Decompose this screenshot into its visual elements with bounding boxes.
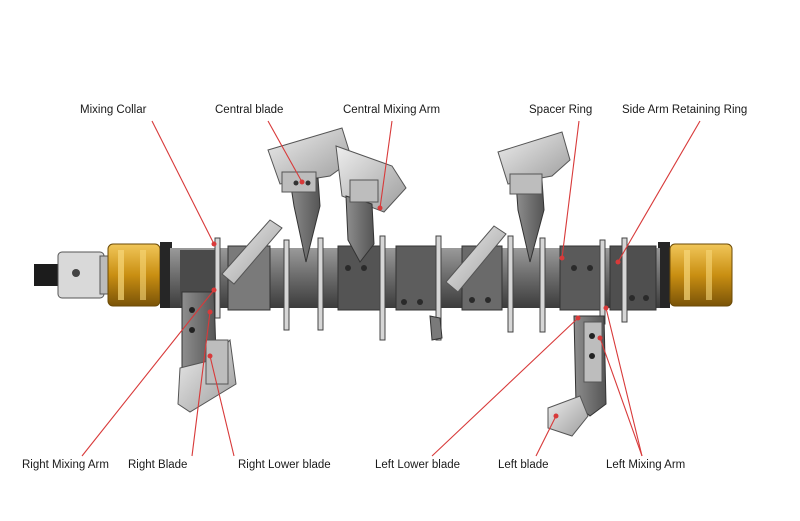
label-central-mixing-arm: Central Mixing Arm: [343, 104, 441, 116]
marker-right-blade: [207, 309, 213, 315]
label-right-lower-blade: Right Lower blade: [238, 459, 331, 471]
leader-spacer-ring: [561, 120, 580, 259]
right-mixing-arm-assembly: [177, 291, 237, 413]
leader-left-mixing-arm-a: [599, 337, 643, 457]
left-end-stub: [34, 251, 111, 299]
right-gold-bearing: [658, 242, 733, 308]
marker-left-mixing-arm-b: [603, 305, 609, 311]
leader-lines: [81, 120, 701, 457]
leader-left-lower-blade: [431, 317, 579, 457]
marker-right-mixing-arm: [211, 287, 217, 293]
left-gold-bearing: [107, 242, 172, 308]
left-mixing-arm-assembly: [547, 315, 607, 437]
marker-right-lower-blade: [207, 353, 213, 359]
label-side-arm-retaining-ring: Side Arm Retaining Ring: [622, 104, 748, 116]
leader-mixing-collar: [151, 120, 215, 245]
bolt-details: [345, 265, 649, 305]
leader-right-lower-blade: [209, 355, 235, 457]
central-mixing-arm-assembly: [335, 145, 407, 263]
central-blade-assembly: [267, 127, 353, 263]
marker-left-mixing-arm-a: [597, 335, 603, 341]
label-right-mixing-arm: Right Mixing Arm: [22, 459, 109, 471]
leader-central-mixing-arm: [379, 120, 393, 209]
leader-right-mixing-arm-a: [81, 289, 215, 457]
label-left-blade: Left blade: [498, 459, 549, 471]
marker-left-blade: [553, 413, 559, 419]
shaft-clip: [429, 315, 443, 341]
label-spacer-ring: Spacer Ring: [529, 104, 593, 116]
marker-left-lower-blade: [575, 315, 581, 321]
label-left-lower-blade: Left Lower blade: [375, 459, 461, 471]
left-diagonal-paddle: [221, 219, 283, 285]
leader-left-mixing-arm-b: [605, 307, 643, 457]
label-left-mixing-arm: Left Mixing Arm: [606, 459, 686, 471]
leader-left-blade: [535, 415, 557, 457]
label-central-blade: Central blade: [215, 104, 284, 116]
leader-side-arm-retaining-ring: [617, 120, 701, 263]
marker-dots: [207, 179, 621, 419]
label-mixing-collar: Mixing Collar: [80, 104, 147, 116]
marker-central-mixing-arm: [377, 205, 383, 211]
marker-central-blade: [299, 179, 305, 185]
leader-central-blade: [267, 120, 303, 183]
marker-spacer-ring: [559, 255, 565, 261]
label-right-blade: Right Blade: [128, 459, 188, 471]
leader-right-blade: [191, 311, 211, 457]
right-upright-blade: [497, 131, 571, 263]
marker-side-arm-retaining-ring: [615, 259, 621, 265]
shaft-discs: [214, 235, 628, 341]
middle-diagonal-paddle: [445, 225, 507, 293]
marker-mixing-collar: [211, 241, 217, 247]
